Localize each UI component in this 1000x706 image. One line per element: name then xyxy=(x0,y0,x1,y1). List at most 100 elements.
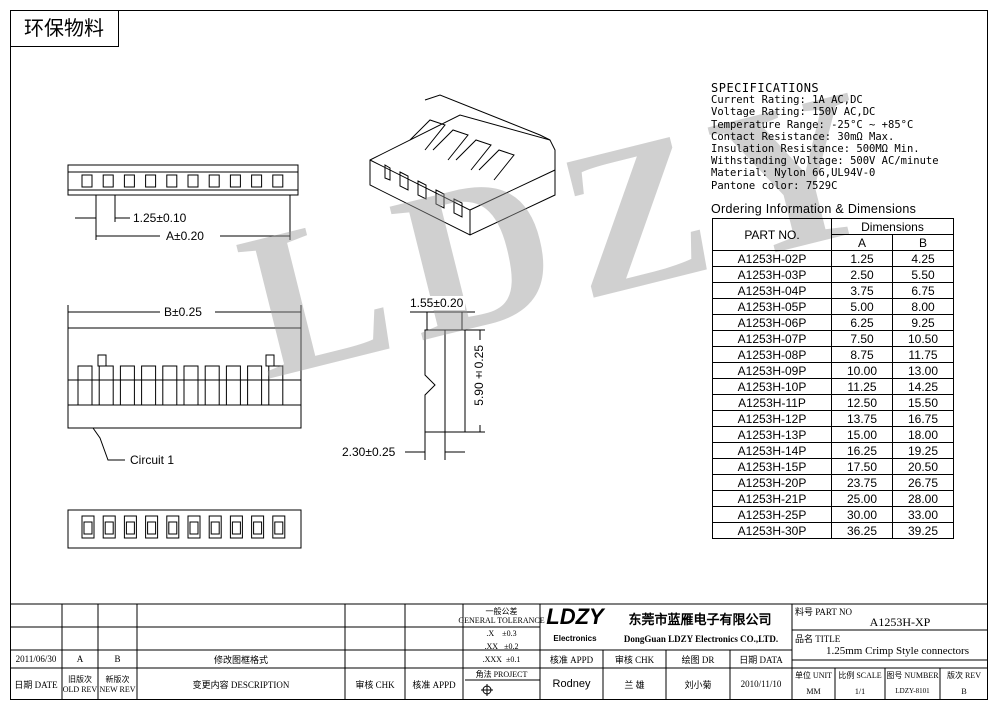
part-no-cell: A1253H-11P xyxy=(712,394,832,411)
scale-label: 比例 SCALE xyxy=(838,670,882,680)
label-chk: 审核 CHK xyxy=(355,679,395,690)
dim-b-cell: 26.75 xyxy=(892,474,954,491)
front-cell xyxy=(162,365,178,406)
appd-name: Rodney xyxy=(552,678,591,690)
part-no-cell: A1253H-04P xyxy=(712,282,832,299)
label-new-rev: 新版次 NEW REV xyxy=(99,675,136,694)
dim-a-cell: 1.25 xyxy=(831,250,893,267)
part-no-cell: A1253H-08P xyxy=(712,346,832,363)
dim-b-cell: 33.00 xyxy=(892,506,954,523)
company-name-en: DongGuan LDZY Electronics CO.,LTD. xyxy=(623,634,779,644)
part-no-cell: A1253H-25P xyxy=(712,506,832,523)
front-cell xyxy=(247,365,263,406)
part-no-cell: A1253H-13P xyxy=(712,426,832,443)
dim-b-cell: 13.00 xyxy=(892,362,954,379)
top-cell xyxy=(187,174,199,188)
bottom-cell xyxy=(81,515,95,539)
number-value: LDZY-8101 xyxy=(895,687,930,695)
part-no-cell: A1253H-15P xyxy=(712,458,832,475)
tolerance-2: .XX ±0.2 xyxy=(484,642,519,651)
date-label: 日期 DATA xyxy=(739,654,783,665)
ordering-title: Ordering Information & Dimensions xyxy=(711,202,917,216)
dim-a-cell: 7.50 xyxy=(831,330,893,347)
label-old-rev: 旧版次 OLD REV xyxy=(62,675,98,694)
bottom-cell xyxy=(145,515,159,539)
company-logo-sub: Electronics xyxy=(553,633,597,643)
eco-label: 环保物料 xyxy=(10,10,119,47)
top-cell xyxy=(166,174,178,188)
part-no-cell: A1253H-06P xyxy=(712,314,832,331)
spec-line: Withstanding Voltage: 500V AC/minute xyxy=(711,155,939,168)
dr-label: 绘图 DR xyxy=(681,654,715,665)
dim-a-cell: 15.00 xyxy=(831,426,893,443)
bottom-cell xyxy=(166,515,180,539)
dim-b-cell: 5.50 xyxy=(892,266,954,283)
part-no-label: 料号 PART NO xyxy=(795,606,852,617)
part-no-cell: A1253H-05P xyxy=(712,298,832,315)
spec-line: Voltage Rating: 150V AC,DC xyxy=(711,106,876,119)
front-cell xyxy=(98,365,114,406)
company-logo: LDZY xyxy=(546,604,604,629)
rev-value: B xyxy=(961,686,967,696)
chk-label: 审核 CHK xyxy=(614,654,655,665)
dim-a-cell: 30.00 xyxy=(831,506,893,523)
front-cell xyxy=(225,365,241,406)
dim-b-cell: 39.25 xyxy=(892,522,954,539)
dim-b-cell: 14.25 xyxy=(892,378,954,395)
front-cell xyxy=(119,365,135,406)
top-view-cells xyxy=(81,174,284,188)
header-part-no: PART NO. xyxy=(712,218,832,251)
bottom-contact xyxy=(253,521,263,535)
depth-label: 2.30±0.25 xyxy=(340,445,398,459)
front-cell xyxy=(204,365,220,406)
part-no-cell: A1253H-03P xyxy=(712,266,832,283)
bottom-contact xyxy=(189,521,199,535)
appd-label: 核准 APPD xyxy=(549,654,594,665)
front-latch xyxy=(265,354,275,367)
tolerance-title: 一般公差 GENERAL TOLERANCE xyxy=(458,607,545,625)
bottom-cell xyxy=(187,515,201,539)
top-cell xyxy=(229,174,241,188)
front-cell xyxy=(268,365,284,406)
bottom-cell xyxy=(251,515,265,539)
bottom-contact xyxy=(147,521,157,535)
dim-a-cell: 5.00 xyxy=(831,298,893,315)
part-no-cell: A1253H-20P xyxy=(712,474,832,491)
spec-line: Current Rating: 1A AC,DC xyxy=(711,94,863,107)
part-no-cell: A1253H-21P xyxy=(712,490,832,507)
bottom-view-body xyxy=(67,509,302,549)
dim-a-cell: 3.75 xyxy=(831,282,893,299)
dim-a-cell: 25.00 xyxy=(831,490,893,507)
dr-name: 刘小菊 xyxy=(684,679,712,690)
dim-b-cell: 8.00 xyxy=(892,298,954,315)
dim-a-cell: 16.25 xyxy=(831,442,893,459)
spec-line: Pantone color: 7529C xyxy=(711,179,838,192)
dim-b-cell: 10.50 xyxy=(892,330,954,347)
front-view-body xyxy=(67,327,302,429)
dim-a-cell: 23.75 xyxy=(831,474,893,491)
projection-label: 角法 PROJECT xyxy=(475,669,528,679)
bottom-contact xyxy=(125,521,135,535)
specifications: SPECIFICATIONS Current Rating: 1A AC,DC … xyxy=(711,82,939,192)
front-cell xyxy=(77,365,93,406)
bottom-contact xyxy=(83,521,93,535)
label-date: 日期 DATE xyxy=(14,679,58,690)
bottom-contact xyxy=(104,521,114,535)
spec-line: Contact Resistance: 30mΩ Max. xyxy=(711,130,895,143)
bottom-contact xyxy=(231,521,241,535)
draw-date: 2010/11/10 xyxy=(740,679,782,689)
top-cell xyxy=(123,174,135,188)
